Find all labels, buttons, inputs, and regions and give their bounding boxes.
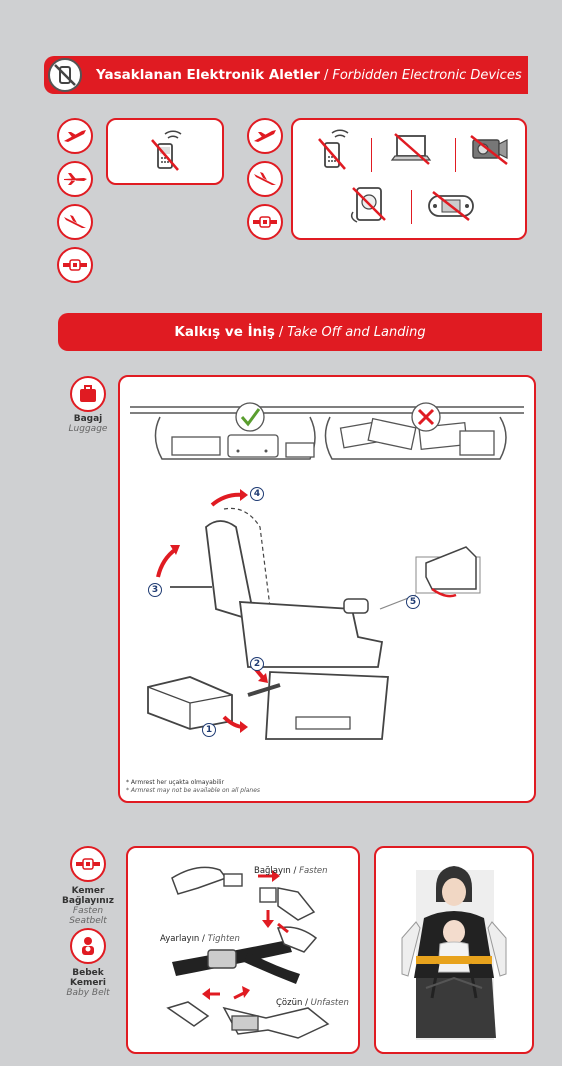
banner-title-tr: Kalkış ve İniş [174,324,275,340]
cabin-illustration [130,402,524,740]
seatbelt-sign-icon [57,247,93,283]
fasten-step-label: Bağlayın / Fasten [254,866,328,876]
step-5-badge: 5 [406,595,420,609]
no-laptop-icon [390,133,432,165]
baby-belt-panel [374,846,534,1054]
seatbelt-icon [70,846,106,882]
no-electronics-icon [48,58,82,92]
seatbelt-illustration [166,866,330,1039]
banner-title-en: Take Off and Landing [287,324,426,340]
step-4-badge: 4 [250,487,264,501]
luggage-icon [70,376,106,412]
takeoff-landing-panel: 1 2 3 4 5 * Armrest her uçakta olmayabil… [118,375,536,803]
no-game-console-icon [428,191,474,221]
takeoff-landing-banner: Kalkış ve İniş / Take Off and Landing [58,313,542,351]
divider [371,138,372,172]
seatbelt-instructions-panel: Bağlayın / Fasten Ayarlayın / Tighten Çö… [126,846,360,1054]
no-mobile-phone-icon [318,129,349,170]
no-cd-player-icon [350,187,386,223]
takeoff-icon [247,118,283,154]
forbidden-devices-panel [291,118,527,240]
seatbelt-sign-icon [247,204,283,240]
landing-icon [57,204,93,240]
unfasten-step-label: Çözün / Unfasten [276,998,349,1008]
step-2-badge: 2 [250,657,264,671]
banner-title-tr: Yasaklanan Elektronik Aletler [96,67,320,83]
banner-title-en: Forbidden Electronic Devices [332,67,522,83]
cruise-icon [57,161,93,197]
baby-belt-illustration [401,866,507,1040]
divider [411,190,412,224]
armrest-note: * Armrest her uçakta olmayabilir * Armre… [126,779,261,794]
no-mobile-phone-icon [151,130,182,171]
step-3-badge: 3 [148,583,162,597]
step-1-badge: 1 [202,723,216,737]
takeoff-icon [57,118,93,154]
forbidden-devices-banner: Yasaklanan Elektronik Aletler / Forbidde… [44,56,528,94]
forbidden-phone-panel [106,118,224,185]
baby-belt-label: Bebek Kemeri Baby Belt [66,968,110,998]
landing-icon [247,161,283,197]
baby-belt-icon [70,928,106,964]
tighten-step-label: Ayarlayın / Tighten [160,934,240,944]
no-camcorder-icon [470,135,508,165]
divider [455,138,456,172]
luggage-label: Bagaj Luggage [68,414,108,434]
seatbelt-label: Kemer Bağlayınız Fasten Seatbelt [62,886,114,926]
